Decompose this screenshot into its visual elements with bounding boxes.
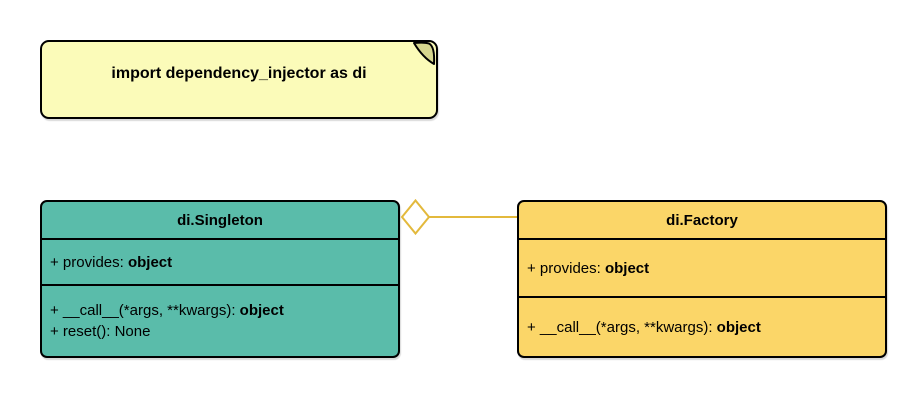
class-factory-title: di.Factory: [519, 202, 885, 240]
attribute-provides: + provides: object: [527, 259, 650, 277]
uml-note-import: import dependency_injector as di: [40, 40, 438, 119]
class-factory: di.Factory + provides: object + __call__…: [517, 200, 887, 358]
class-singleton-title: di.Singleton: [42, 202, 398, 240]
method-call: + __call__(*args, **kwargs): object: [527, 318, 761, 336]
method-reset: + reset(): None: [50, 323, 151, 340]
attribute-provides: + provides: object: [50, 253, 173, 271]
note-fold-icon: [413, 41, 436, 65]
class-factory-methods: + __call__(*args, **kwargs): object: [519, 298, 885, 356]
class-singleton: di.Singleton + provides: object + __call…: [40, 200, 400, 358]
class-singleton-attributes: + provides: object: [42, 240, 398, 286]
aggregation-connector: [400, 198, 517, 236]
class-factory-attributes: + provides: object: [519, 240, 885, 298]
class-singleton-methods: + __call__(*args, **kwargs): object + re…: [42, 286, 398, 356]
method-call: + __call__(*args, **kwargs): object: [50, 302, 284, 319]
note-text: import dependency_injector as di: [111, 64, 367, 82]
aggregation-diamond-icon: [400, 198, 431, 236]
